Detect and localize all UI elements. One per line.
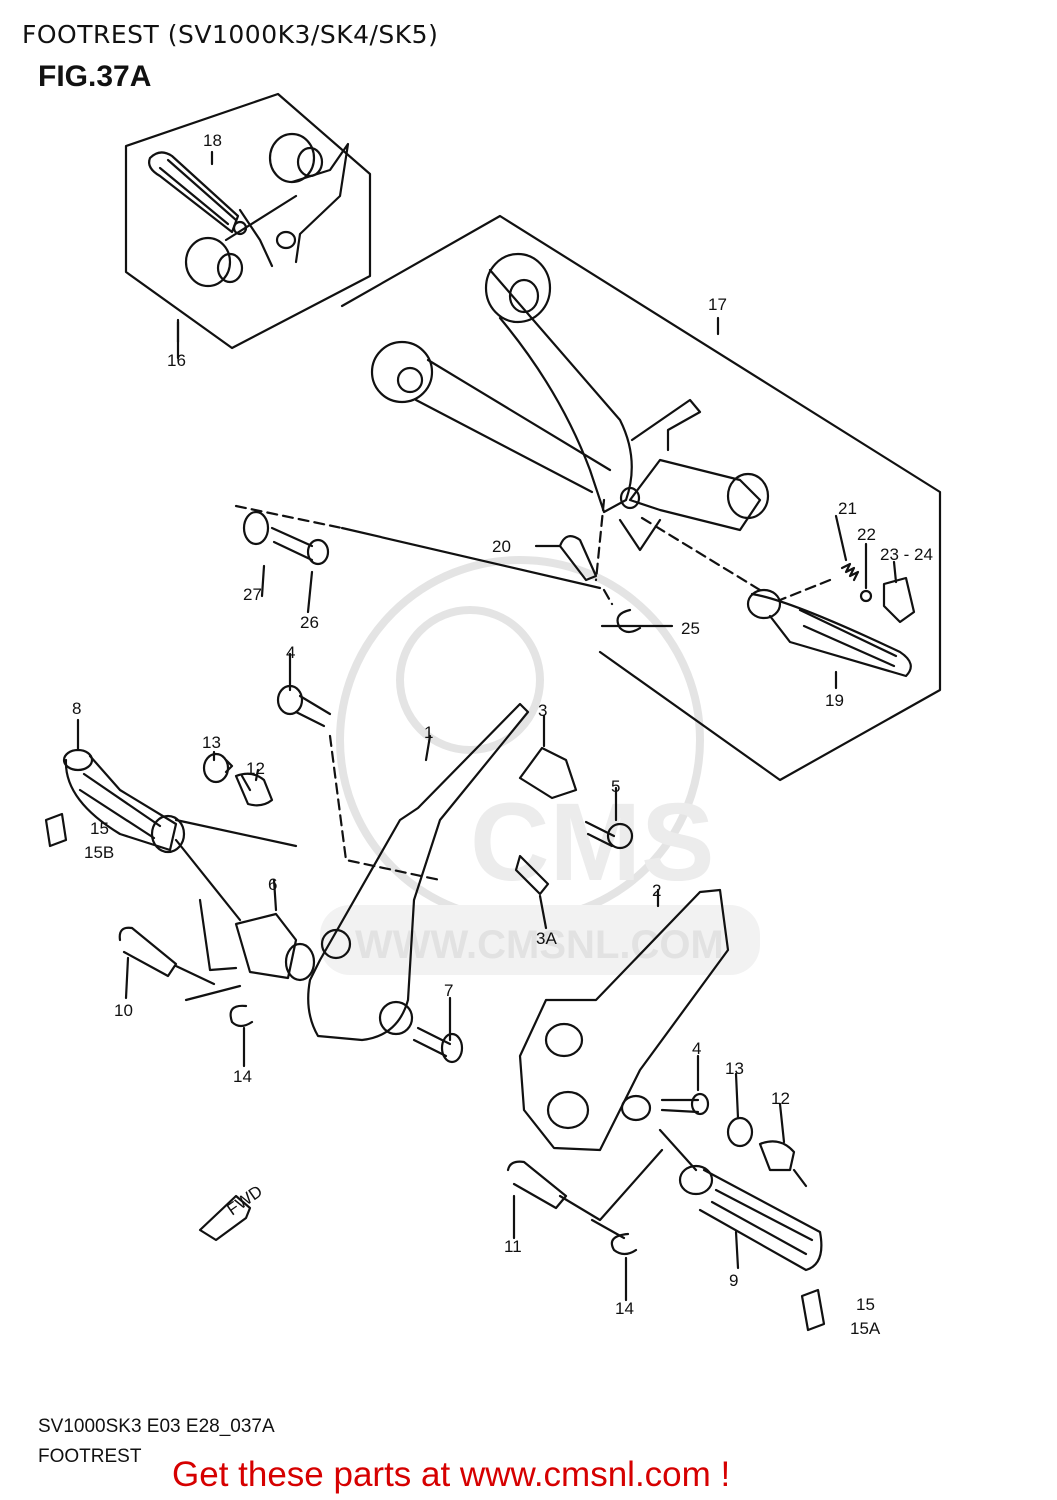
callout-23-24: 23 - 24 bbox=[880, 545, 933, 564]
callout-20: 20 bbox=[492, 537, 511, 556]
diagram-caption: FOOTREST bbox=[38, 1446, 142, 1467]
callout-25: 25 bbox=[681, 619, 700, 638]
plate-23-24 bbox=[882, 576, 916, 624]
callout-14-left: 14 bbox=[233, 1067, 252, 1086]
eclip-25 bbox=[616, 608, 642, 634]
callout-15a: 15A bbox=[850, 1319, 881, 1338]
spring-13-right bbox=[726, 1116, 754, 1148]
callout-27: 27 bbox=[243, 585, 262, 604]
inset-frame-17 bbox=[340, 214, 942, 782]
callout-18: 18 bbox=[203, 131, 222, 150]
callout-13-left: 13 bbox=[202, 733, 221, 752]
callout-22: 22 bbox=[857, 525, 876, 544]
ball-12-right bbox=[758, 1140, 796, 1172]
callout-11: 11 bbox=[504, 1237, 522, 1256]
bolt-4-lower bbox=[660, 1092, 710, 1116]
footrest-bracket-2 bbox=[518, 888, 730, 1152]
rubber-stopper-15b bbox=[44, 812, 68, 848]
pin-10 bbox=[118, 926, 178, 978]
dashed-guide-lines bbox=[234, 498, 832, 882]
pin-11 bbox=[506, 1160, 568, 1210]
callout-8: 8 bbox=[72, 699, 81, 718]
right-footpeg-9 bbox=[678, 1164, 823, 1272]
callout-4-upper: 4 bbox=[286, 643, 295, 662]
callout-2: 2 bbox=[652, 881, 661, 900]
callout-6: 6 bbox=[268, 875, 277, 894]
figure-label: FIG.37A bbox=[38, 60, 152, 93]
bracket-1-hole bbox=[320, 928, 352, 960]
callout-14-right: 14 bbox=[615, 1299, 634, 1318]
diagram-header-title: FOOTREST (SV1000K3/SK4/SK5) bbox=[22, 20, 439, 49]
callout-17: 17 bbox=[708, 295, 727, 314]
callout-12-right: 12 bbox=[771, 1089, 790, 1108]
bracket-2-hole-b bbox=[546, 1090, 590, 1130]
callout-7: 7 bbox=[444, 981, 453, 1000]
callout-12-left: 12 bbox=[246, 759, 265, 778]
bolt-4-upper bbox=[276, 684, 332, 728]
left-footpeg-8 bbox=[62, 748, 186, 854]
callout-9: 9 bbox=[729, 1271, 738, 1290]
bracket-3 bbox=[518, 746, 578, 800]
promo-link[interactable]: Get these parts at www.cmsnl.com ! bbox=[172, 1455, 731, 1494]
callout-3: 3 bbox=[538, 701, 547, 720]
callout-15-left: 15 bbox=[90, 819, 109, 838]
bolt-26 bbox=[270, 526, 330, 566]
bracket-6 bbox=[234, 912, 316, 982]
bolt-7 bbox=[412, 1026, 464, 1064]
callout-26: 26 bbox=[300, 613, 319, 632]
rubber-stopper-15a bbox=[800, 1288, 826, 1332]
fwd-direction-arrow bbox=[198, 1194, 252, 1242]
callout-3a: 3A bbox=[536, 929, 557, 948]
eclip-14-right bbox=[610, 1232, 638, 1256]
leader-lines bbox=[76, 150, 898, 1302]
callout-15-right: 15 bbox=[856, 1295, 875, 1314]
callout-1: 1 bbox=[424, 723, 433, 742]
callout-19: 19 bbox=[825, 691, 844, 710]
inset-frame-16 bbox=[124, 92, 372, 350]
washer-27 bbox=[242, 510, 270, 546]
spring-21 bbox=[840, 562, 860, 582]
bolt-20 bbox=[558, 535, 598, 582]
rider-footpeg-19 bbox=[746, 588, 912, 678]
callout-5: 5 bbox=[611, 777, 620, 796]
passenger-footrest-assembly-18 bbox=[148, 132, 350, 288]
diagram-code: SV1000SK3 E03 E28_037A bbox=[38, 1416, 275, 1437]
rider-footrest-bracket-17 bbox=[370, 252, 770, 552]
promo-banner: Get these parts at www.cmsnl.com ! bbox=[172, 1455, 730, 1495]
eclip-14-left bbox=[229, 1004, 254, 1028]
bracket-2-hole-a bbox=[544, 1022, 584, 1058]
bolt-3a bbox=[514, 854, 550, 896]
callout-21: 21 bbox=[838, 499, 857, 518]
callout-15b: 15B bbox=[84, 843, 114, 862]
bolt-5 bbox=[584, 820, 634, 850]
cmsnl-watermark: CMS WWW.CMSNL.COM bbox=[320, 556, 760, 975]
ball-22 bbox=[859, 589, 873, 603]
ball-12-left bbox=[234, 772, 274, 807]
callout-16: 16 bbox=[167, 351, 186, 370]
link-lines-left bbox=[174, 818, 298, 1002]
bracket-1-hole-lower bbox=[378, 1000, 414, 1036]
callout-10: 10 bbox=[114, 1001, 133, 1020]
watermark-brand: CMS bbox=[470, 781, 714, 904]
callout-4-lower: 4 bbox=[692, 1039, 701, 1058]
footrest-bracket-1 bbox=[307, 702, 530, 1042]
callout-13-right: 13 bbox=[725, 1059, 744, 1078]
link-lines-right bbox=[558, 1128, 808, 1240]
spring-13-left bbox=[202, 752, 234, 784]
bracket-2-hole-c bbox=[620, 1094, 652, 1122]
